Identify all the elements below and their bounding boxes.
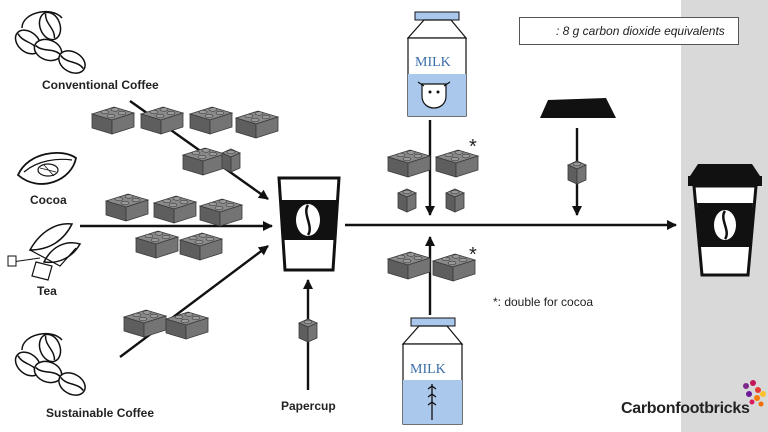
oat-milk-bricks [387,251,476,282]
legend: : 8 g carbon dioxide equivalents [519,17,739,45]
papercup-bricks [298,318,318,343]
brick [298,318,318,343]
cocoa-pod-icon [16,151,77,185]
cow-milk-carton-icon: MILK [406,11,468,117]
oat-milk-carton-text: MILK [410,362,446,377]
tea-leaves-icon [7,223,82,281]
lid-icon [540,98,616,118]
brick [140,106,184,135]
brick [567,160,587,185]
brick [179,232,223,261]
tea-label: Tea [37,284,57,298]
brick [123,309,167,338]
brick [387,149,431,178]
conventional-coffee-label: Conventional Coffee [42,78,159,92]
sustainable-coffee-bricks [123,309,209,340]
brick [135,230,179,259]
brick [91,106,135,135]
cow-milk-bricks [387,149,479,213]
papercup-label: Papercup [281,399,336,413]
brick [397,188,417,213]
brick [182,147,226,176]
brand-logo-icon [743,380,766,407]
brick [189,106,233,135]
brick [165,311,209,340]
brick [153,195,197,224]
sustainable-coffee-label: Sustainable Coffee [46,406,155,420]
legend-text: : 8 g carbon dioxide equivalents [556,24,725,38]
sustainable-coffee-beans-icon [10,330,90,401]
cow-milk-carton-text: MILK [415,55,451,70]
sustainable-coffee-arrow [119,245,269,358]
oat-milk-carton-icon: MILK [401,317,464,425]
oat-milk-star: * [469,244,477,266]
brand-name: Carbonfootbricks [621,400,750,417]
takeaway-cup-icon [688,164,762,277]
cocoa-label: Cocoa [30,193,67,207]
coffee-beans-icon [10,8,90,79]
cocoa-note: *: double for cocoa [493,295,594,309]
lid-bricks [567,160,587,185]
brick [105,193,149,222]
brick [221,148,241,173]
glass-cup-icon [277,176,341,272]
brick [387,251,431,280]
brick [199,198,243,227]
brick [445,188,465,213]
brick [235,110,279,139]
cow-milk-star: * [469,136,477,158]
